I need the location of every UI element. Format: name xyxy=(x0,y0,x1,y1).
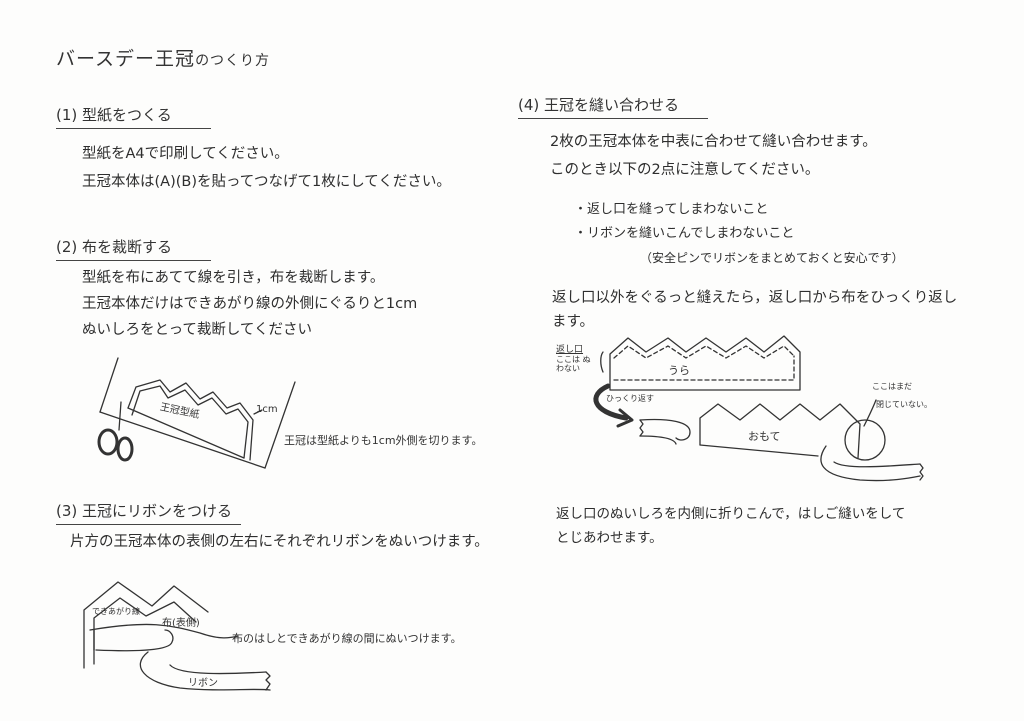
section-1-line-1: 型紙をA4で印刷してください。 xyxy=(82,146,289,162)
section-4-after-1: 返し口以外をぐるっと縫えたら，返し口から布をひっくり返し xyxy=(552,290,958,306)
ribbon-caption: 布のはしとできあがり線の間にぬいつけます。 xyxy=(232,632,462,645)
fabric-label: 布(表側) xyxy=(162,618,200,629)
final-line-1: 返し口のぬいしろを内側に折りこんで，はしご縫いをして xyxy=(556,506,906,522)
finish-line-label: できあがり線 xyxy=(92,607,140,616)
open-note-1: ここはまだ xyxy=(872,382,912,391)
title-main: バースデー王冠 xyxy=(56,48,196,70)
section-4-heading: (4) 王冠を縫い合わせる xyxy=(518,94,708,119)
opening-annotation: 返し口 ここは ぬわない xyxy=(556,345,596,374)
section-1-line-2: 王冠本体は(A)(B)を貼ってつなげて1枚にしてください。 xyxy=(82,174,451,190)
back-label: うら xyxy=(668,364,690,377)
pin-note: （安全ピンでリボンをまとめておくと安心です） xyxy=(640,251,904,265)
page-title: バースデー王冠のつくり方 xyxy=(56,44,270,71)
flip-label: ひっくり返す xyxy=(606,394,654,403)
ribbon-label: リボン xyxy=(188,678,218,689)
open-note-2: 閉じていない。 xyxy=(876,400,932,409)
section-4-line-2: このとき以下の2点に注意してください。 xyxy=(550,162,820,178)
section-4-line-1: 2枚の王冠本体を中表に合わせて縫い合わせます。 xyxy=(550,134,877,150)
front-label: おもて xyxy=(748,430,781,443)
section-3-heading: (3) 王冠にリボンをつける xyxy=(56,500,241,525)
section-2-line-2: 王冠本体だけはできあがり線の外側にぐるりと1cm xyxy=(82,296,418,312)
bullet-1: ・返し口を縫ってしまわないこと xyxy=(574,202,769,217)
section-2-heading: (2) 布を裁断する xyxy=(56,236,211,261)
opening-label: 返し口 xyxy=(556,345,584,355)
margin-label: 1cm xyxy=(256,404,278,415)
bullet-2: ・リボンを縫いこんでしまわないこと xyxy=(574,226,795,241)
title-sub: のつくり方 xyxy=(195,53,271,69)
cutting-caption: 王冠は型紙よりも1cm外側を切ります。 xyxy=(284,434,483,447)
section-2-line-1: 型紙を布にあてて線を引き，布を裁断します。 xyxy=(82,270,385,286)
final-line-2: とじあわせます。 xyxy=(556,530,663,546)
section-1-heading: (1) 型紙をつくる xyxy=(56,104,211,129)
section-3-line-1: 片方の王冠本体の表側の左右にそれぞれリボンをぬいつけます。 xyxy=(70,534,489,550)
section-4-after-2: ます。 xyxy=(552,314,595,330)
section-2-line-3: ぬいしろをとって裁断してください xyxy=(82,322,312,338)
opening-note: ここは ぬわない xyxy=(556,355,591,373)
